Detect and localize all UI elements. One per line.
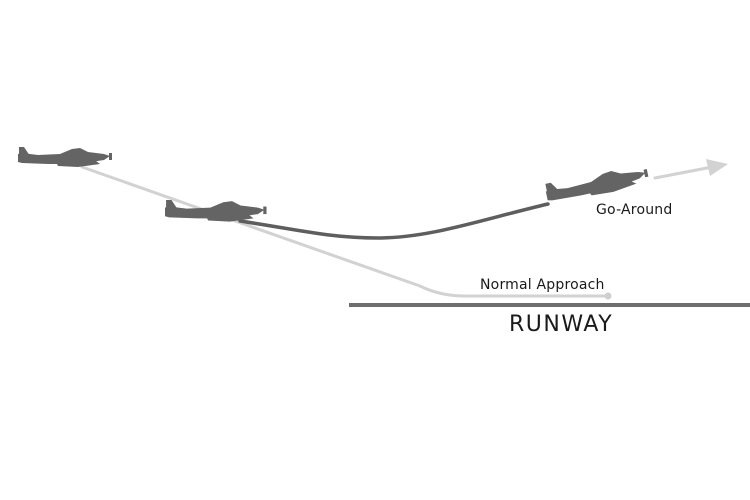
runway-label: RUNWAY	[509, 312, 614, 337]
go-around-label: Go-Around	[596, 202, 673, 218]
airplane-icon	[18, 147, 112, 167]
normal-approach-label: Normal Approach	[480, 277, 605, 293]
runway-line	[349, 303, 750, 307]
touchdown-point	[604, 292, 612, 300]
climb-out-path	[653, 165, 714, 180]
normal-approach-path	[80, 165, 610, 298]
arrow-head-icon	[706, 159, 728, 176]
go-around-path	[238, 202, 550, 240]
airplane-icon	[544, 162, 650, 206]
airplane-icon	[165, 200, 267, 222]
